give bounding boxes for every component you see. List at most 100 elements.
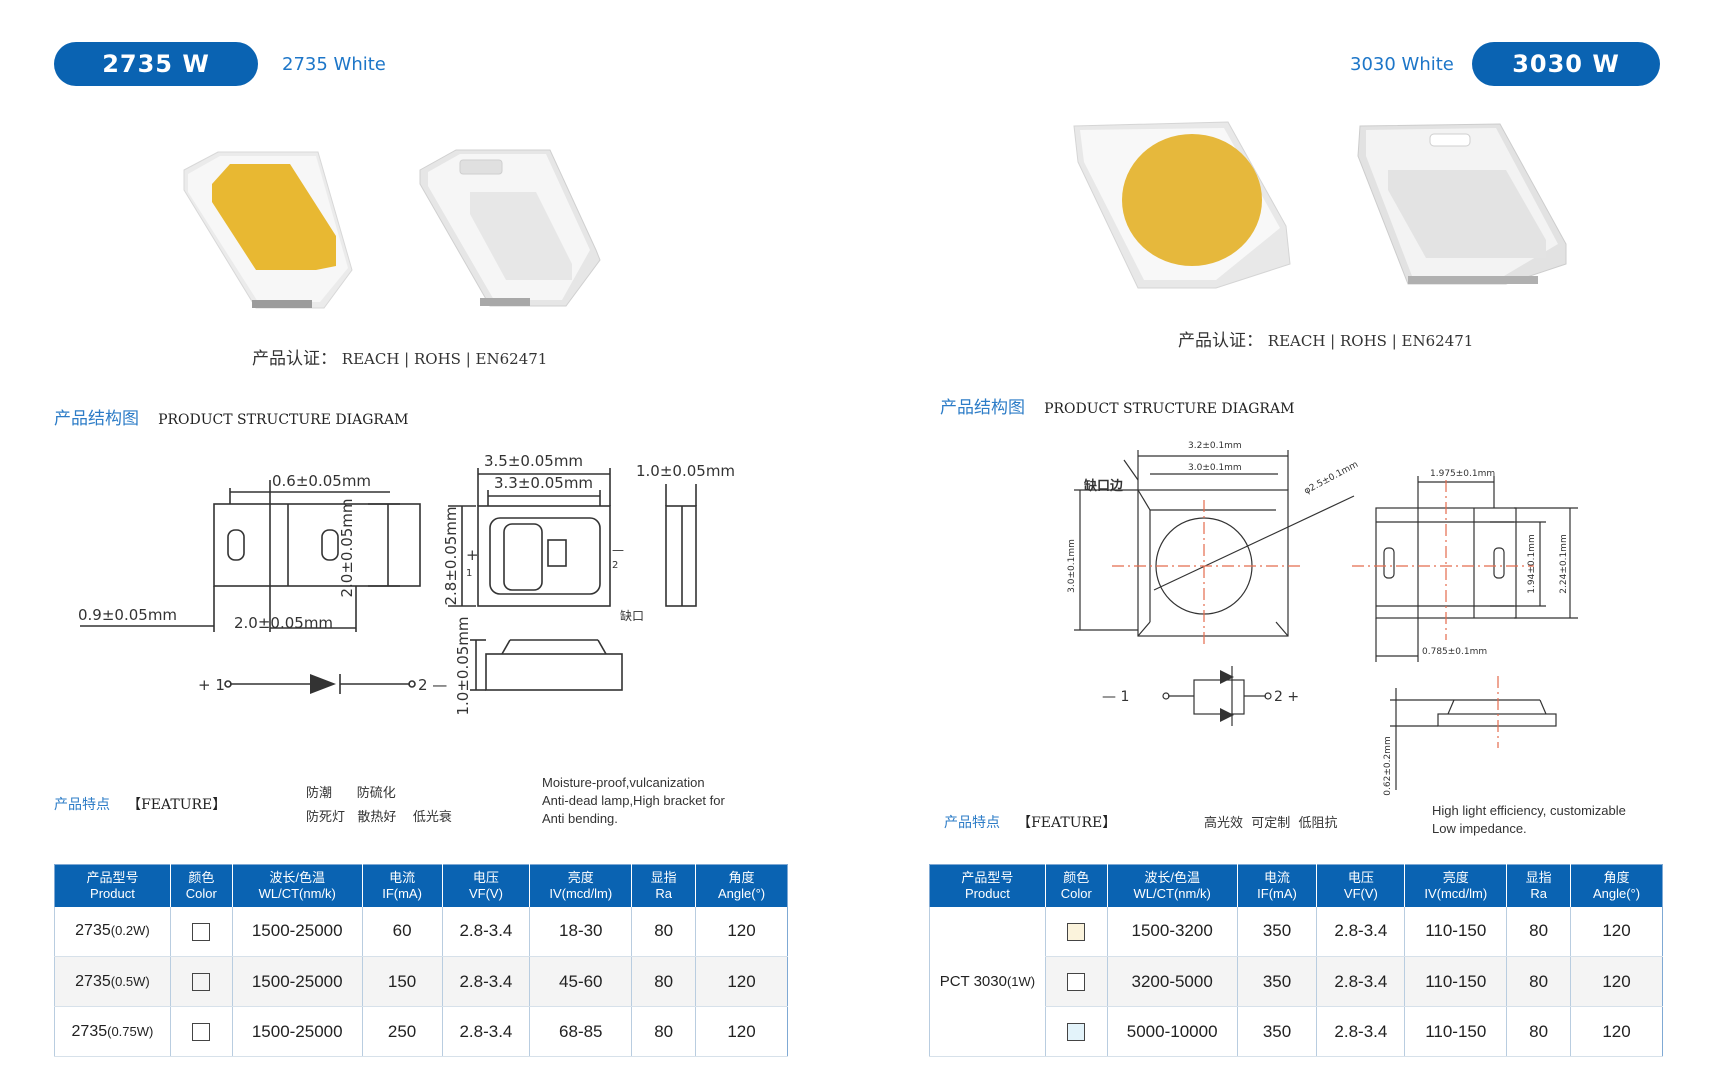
cell: 2.8-3.4: [1316, 1006, 1405, 1057]
feature-cn-line: 高光效 可定制 低阻抗: [1204, 816, 1338, 831]
color-swatch: [1067, 922, 1086, 941]
cell: 2.8-3.4: [441, 906, 530, 957]
dim-text: φ2.5±0.1mm: [1303, 460, 1360, 497]
feature-en-text: High light efficiency, customizable Low …: [1432, 802, 1626, 838]
dim-text: 3.0±0.1mm: [1067, 539, 1077, 593]
cell: 5000-10000: [1106, 1006, 1238, 1057]
cell: 45-60: [529, 956, 632, 1007]
structure-cn: 产品结构图: [940, 398, 1025, 418]
pin-label: 2 —: [418, 676, 447, 694]
cell: 120: [1570, 906, 1663, 957]
product-badge-3030: 3030 W: [1472, 42, 1660, 86]
certification-2735: 产品认证： REACH | ROHS | EN62471: [252, 344, 547, 369]
feature-en-line: High light efficiency, customizable: [1432, 803, 1626, 818]
cell: 120: [695, 956, 788, 1007]
cell: 2.8-3.4: [441, 956, 530, 1007]
table-row: 5000-10000 350 2.8-3.4 110-150 80 120: [930, 1006, 1663, 1057]
feature-en-text: Moisture-proof,vulcanization Anti-dead l…: [542, 774, 725, 828]
dim-text: 1.975±0.1mm: [1430, 469, 1495, 479]
dim-text: 0.62±0.2mm: [1383, 736, 1393, 795]
cert-items: REACH | ROHS | EN62471: [341, 350, 548, 368]
cell: 120: [695, 1006, 788, 1057]
cert-label: 产品认证：: [1178, 331, 1263, 351]
led-2735-back: [419, 149, 601, 307]
dim-text: 2.8±0.05mm: [442, 506, 460, 605]
feature-cn-line: 防死灯 散热好 低光衰: [306, 810, 452, 825]
feature-cn: 产品特点: [944, 815, 1000, 831]
notch-label: 缺口边: [1083, 478, 1124, 494]
color-cell: [1044, 1006, 1108, 1057]
diode-icon: [310, 674, 336, 694]
cell: 350: [1236, 906, 1317, 957]
cell: 110-150: [1404, 906, 1507, 957]
certification-3030: 产品认证： REACH | ROHS | EN62471: [1178, 326, 1473, 351]
polarity-one: 1: [466, 568, 472, 579]
feature-title-2735: 产品特点 【FEATURE】: [54, 794, 226, 814]
cell: 80: [1506, 1006, 1571, 1057]
model-cell: 2735(0.75W): [54, 1006, 171, 1057]
product-subtitle-2735: 2735 White: [282, 54, 386, 75]
dim-text: 3.2±0.1mm: [1188, 441, 1242, 451]
color-swatch: [192, 973, 211, 992]
notch-label: 缺口: [620, 608, 644, 623]
pin-label: 2 +: [1274, 689, 1299, 705]
cell: 68-85: [529, 1006, 632, 1057]
structure-title-3030: 产品结构图 PRODUCT STRUCTURE DIAGRAM: [940, 393, 1294, 418]
feature-cn-line: 防潮 防硫化: [306, 786, 396, 801]
dim-text: 3.3±0.05mm: [494, 474, 593, 492]
cell: 1500-3200: [1106, 906, 1238, 957]
diode-icon: [1220, 670, 1234, 684]
product-badge-2735: 2735 W: [54, 42, 258, 86]
pin-label: + 1: [198, 676, 225, 694]
cell: 350: [1236, 1006, 1317, 1057]
dim-text: 1.94±0.1mm: [1527, 534, 1537, 593]
table-row: 3200-5000 350 2.8-3.4 110-150 80 120: [930, 956, 1663, 1007]
cell: 80: [631, 906, 696, 957]
structure-cn: 产品结构图: [54, 409, 139, 429]
dim-text: 0.6±0.05mm: [272, 472, 371, 490]
cell: 2.8-3.4: [1316, 906, 1405, 957]
feature-en: 【FEATURE】: [1017, 815, 1117, 831]
color-swatch: [1067, 973, 1086, 992]
cert-label: 产品认证：: [252, 349, 337, 369]
cell: 2.8-3.4: [441, 1006, 530, 1057]
led-3030-front: [1073, 121, 1291, 289]
color-swatch: [192, 1023, 211, 1042]
dim-text: 1.0±0.05mm: [454, 616, 472, 715]
dim-text: 1.0±0.05mm: [636, 462, 735, 480]
dim-text: 2.0±0.05mm: [338, 498, 356, 597]
table-row: 2735(0.5W) 1500-25000 150 2.8-3.4 45-60 …: [54, 956, 788, 1007]
cert-items: REACH | ROHS | EN62471: [1267, 332, 1474, 350]
color-cell: [1044, 906, 1108, 957]
color-cell: [169, 1006, 233, 1057]
feature-en-line: Anti bending.: [542, 811, 618, 826]
polarity-two: 2: [612, 560, 618, 571]
structure-diagram-2735: 0.6±0.05mm 0.9±0.05mm 2.0±0.05mm 2.0±0.0…: [78, 452, 735, 716]
cell: 1500-25000: [231, 956, 363, 1007]
feature-title-3030: 产品特点 【FEATURE】: [944, 812, 1116, 832]
dim-text: 0.785±0.1mm: [1422, 647, 1487, 657]
structure-en: PRODUCT STRUCTURE DIAGRAM: [158, 412, 409, 428]
color-cell: [169, 956, 233, 1007]
cell: 150: [361, 956, 443, 1007]
model-cell: PCT 3030(1W): [929, 906, 1046, 1057]
cell: 60: [361, 906, 443, 957]
led-image-2735: [183, 149, 601, 309]
diode-icon: [1220, 708, 1234, 722]
color-cell: [1044, 956, 1108, 1007]
dim-text: 3.0±0.1mm: [1188, 463, 1242, 473]
cell: 120: [1570, 1006, 1663, 1057]
cell: 110-150: [1404, 956, 1507, 1007]
